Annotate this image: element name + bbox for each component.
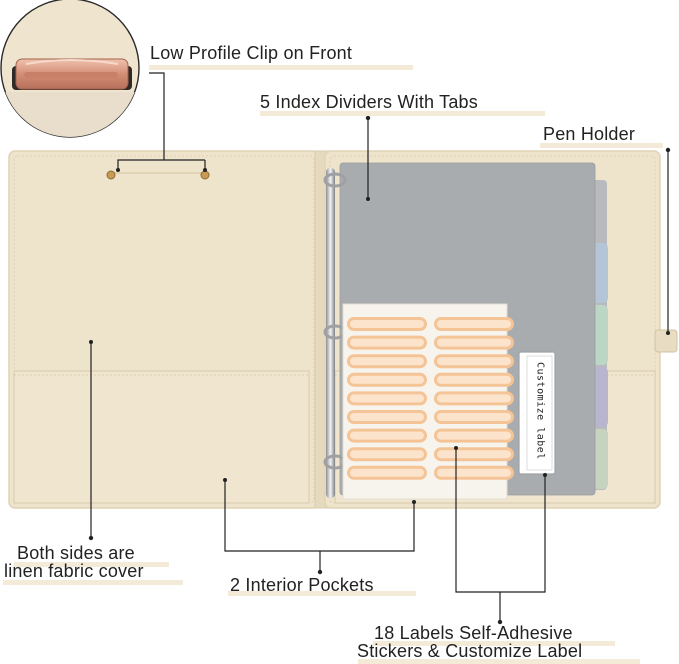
clip-inset bbox=[0, 0, 140, 138]
linen-highlight-2 bbox=[3, 580, 183, 585]
dividers-highlight bbox=[260, 111, 545, 116]
sticker-label-inner bbox=[350, 450, 424, 459]
customize-label-holder bbox=[518, 351, 556, 475]
linen-highlight-1 bbox=[14, 562, 169, 567]
left-interior-pocket bbox=[13, 370, 310, 504]
callout-labels-line2: Stickers & Customize Label bbox=[357, 641, 583, 661]
callout-pen-holder: Pen Holder bbox=[543, 124, 636, 144]
sticker-labels bbox=[347, 317, 514, 480]
clip-grip bbox=[24, 72, 118, 78]
sticker-label-inner bbox=[350, 338, 424, 347]
leader-lines bbox=[90, 72, 669, 622]
sticker-sheet bbox=[342, 303, 514, 500]
callout-clip-front: Low Profile Clip on Front bbox=[150, 43, 353, 63]
ring-top bbox=[323, 172, 347, 188]
sticker-label-inner bbox=[437, 357, 511, 366]
left-rivet bbox=[106, 170, 116, 180]
sticker-label-inner bbox=[350, 413, 424, 421]
sticker-label-inner bbox=[350, 431, 424, 440]
sticker-label-inner bbox=[437, 338, 511, 347]
sticker-label-inner bbox=[437, 320, 511, 328]
sticker-label-inner bbox=[437, 431, 511, 440]
callout-labels-line1: 18 Labels Self-Adhesive bbox=[374, 623, 573, 643]
sticker-label-inner bbox=[350, 468, 424, 477]
pen-holder-highlight bbox=[540, 143, 663, 148]
sticker-label-inner bbox=[437, 394, 511, 403]
callout-linen-line1: Both sides are bbox=[17, 543, 135, 563]
right-rivet bbox=[200, 170, 210, 180]
callout-linen-line2: linen fabric cover bbox=[4, 561, 144, 581]
sticker-label-inner bbox=[350, 320, 424, 328]
clip-rivets bbox=[106, 170, 210, 180]
sticker-label-inner bbox=[350, 357, 424, 366]
clip-shine bbox=[25, 59, 119, 65]
labels-highlight-1 bbox=[373, 641, 615, 646]
customize-label-card bbox=[526, 355, 553, 471]
sticker-label-inner bbox=[437, 450, 511, 459]
customize-label-text-wrap: Customize label bbox=[529, 357, 551, 465]
sticker-label-inner bbox=[437, 413, 511, 421]
callout-pockets: 2 Interior Pockets bbox=[230, 575, 374, 595]
clip-front-highlight bbox=[149, 65, 413, 70]
ring-backplate bbox=[326, 168, 335, 498]
sticker-label-inner bbox=[350, 375, 424, 384]
pockets-highlight bbox=[228, 591, 416, 596]
customize-label-text: Customize label bbox=[534, 362, 546, 460]
callout-dividers: 5 Index Dividers With Tabs bbox=[260, 92, 478, 112]
sticker-label-inner bbox=[350, 394, 424, 403]
leader-dots bbox=[88, 115, 671, 625]
sticker-label-inner bbox=[437, 468, 511, 477]
sticker-label-inner bbox=[437, 375, 511, 384]
pen-holder bbox=[654, 329, 678, 353]
